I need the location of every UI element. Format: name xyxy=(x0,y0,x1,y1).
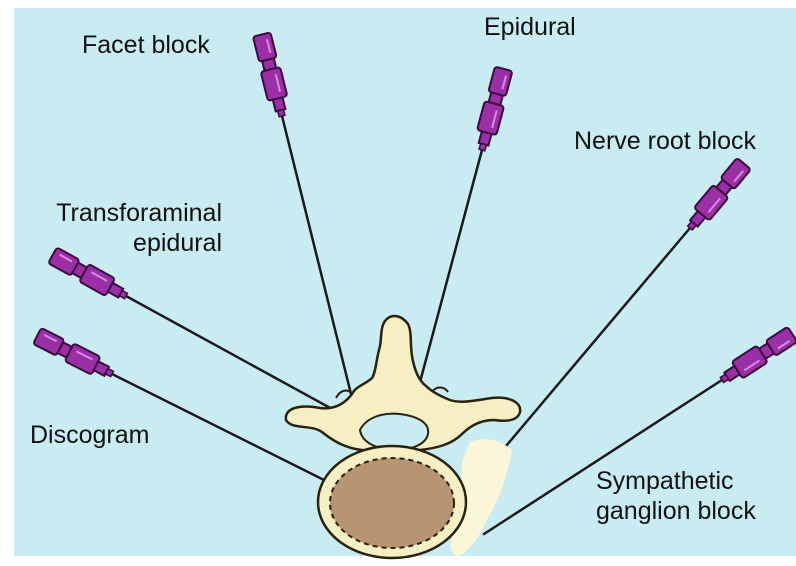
label-facet-block-text: Facet block xyxy=(82,30,210,60)
label-facet-block: Facet block xyxy=(82,30,210,60)
spinal-canal xyxy=(360,414,428,450)
label-nerve-root-block: Nerve root block xyxy=(574,126,756,156)
label-sympathetic-ganglion-block: Sympathetic ganglion block xyxy=(596,466,756,526)
label-discogram: Discogram xyxy=(30,420,149,450)
label-sympathetic-line1: Sympathetic xyxy=(596,466,756,496)
label-epidural-text: Epidural xyxy=(484,12,576,42)
label-discogram-text: Discogram xyxy=(30,420,149,450)
label-nerve-root-block-text: Nerve root block xyxy=(574,126,756,156)
label-transforaminal-line2: epidural xyxy=(24,228,222,258)
label-epidural: Epidural xyxy=(484,12,576,42)
label-transforaminal-epidural: Transforaminal epidural xyxy=(24,198,222,258)
label-transforaminal-line1: Transforaminal xyxy=(24,198,222,228)
label-sympathetic-line2: ganglion block xyxy=(596,496,756,526)
intervertebral-disc xyxy=(330,458,454,548)
